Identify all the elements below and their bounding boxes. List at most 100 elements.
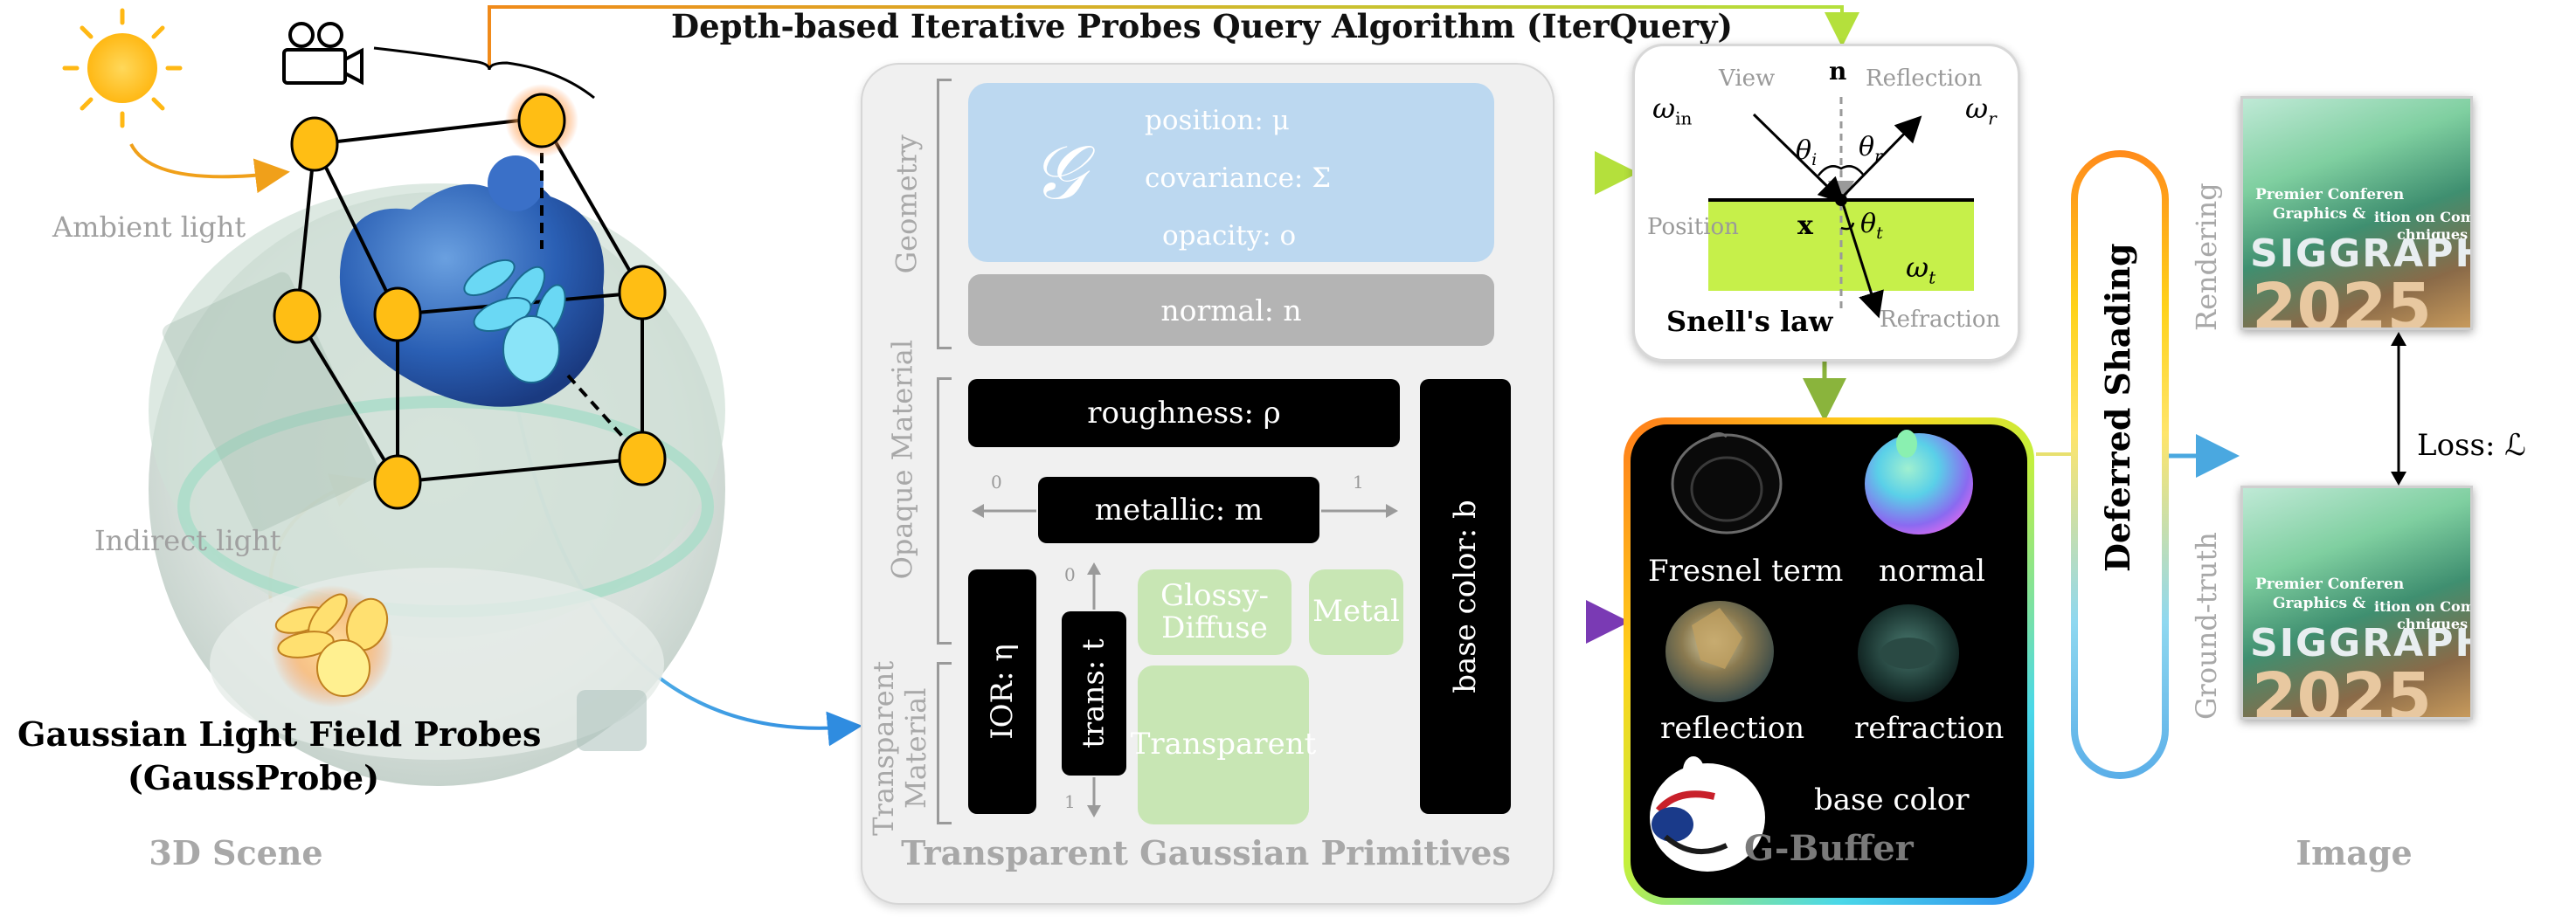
transparent-block: Transparent — [1131, 665, 1316, 824]
roughness-attr: roughness: ρ — [1087, 396, 1281, 431]
trans-block: trans: t — [1062, 611, 1126, 776]
base-color-attr: base color: b — [1448, 500, 1483, 693]
trans-range-arrows — [1087, 562, 1101, 817]
transparent-bracket — [937, 662, 952, 824]
rendering-overlay-line3: chniques — [2397, 226, 2469, 243]
metal-block: Metal — [1309, 569, 1403, 655]
loss-arrow — [2391, 332, 2406, 486]
snell-view-label: View — [1719, 66, 1776, 92]
gbuffer-normal-label: normal — [1879, 554, 1986, 589]
ground-truth-image: Premier Conferen Graphics & chniques iti… — [2240, 486, 2473, 720]
normal-thumbnail — [1865, 433, 1973, 534]
snell-theta-r: θr — [1859, 132, 1882, 166]
gt-overlay-line3: chniques — [2397, 616, 2469, 632]
image-caption: Image — [2296, 833, 2413, 872]
snell-caption: Snell's law — [1666, 305, 1833, 338]
glossy-line1: Glossy- — [1160, 577, 1270, 613]
fresnel-thumbnail — [1671, 433, 1783, 534]
w-r-subscript: r — [1988, 107, 1997, 129]
opacity-attr: opacity: o — [1162, 220, 1297, 252]
gbuffer-panel: Fresnel term normal reflection refractio… — [1631, 424, 2027, 898]
snell-w-in: ωin — [1652, 92, 1692, 128]
gt-year: 2025 — [2252, 659, 2432, 720]
gbuffer-caption: G-Buffer — [1744, 828, 1914, 869]
camera-icon — [282, 22, 364, 86]
rendering-image: Premier Conferen Graphics & chniques iti… — [2240, 96, 2473, 330]
metallic-max: 1 — [1353, 472, 1364, 493]
snell-normal-symbol: n — [1829, 57, 1847, 86]
ground-truth-label: Ground-truth — [2190, 532, 2223, 720]
snell-panel: View n Reflection Position Refraction ωi… — [1632, 44, 2020, 362]
rendering-label: Rendering — [2190, 183, 2223, 331]
probes-title-line1: Gaussian Light Field Probes — [17, 714, 542, 754]
glossy-diffuse-block: Glossy- Diffuse — [1138, 569, 1291, 655]
gbuffer-thumbnails — [1650, 430, 1973, 872]
transparent-label: Transparent — [1130, 727, 1317, 762]
geometry-group-label: Geometry — [890, 134, 924, 274]
deferred-shading-panel — [2078, 157, 2162, 772]
rendering-overlay-line1: Premier Conferen — [2255, 186, 2405, 203]
position-attr: position: μ — [1145, 105, 1290, 136]
gt-brand: SIGGRAPH — [2250, 621, 2473, 665]
roughness-block: roughness: ρ — [968, 379, 1400, 447]
glossy-line2: Diffuse — [1161, 610, 1268, 645]
indirect-light-label: Indirect light — [94, 524, 281, 557]
theta-r-symbol: θ — [1859, 132, 1875, 162]
w-t-symbol: ω — [1906, 251, 1929, 284]
snell-w-t: ωt — [1906, 251, 1935, 287]
transparent-group-label: Transparent Material — [867, 660, 932, 836]
gbuffer-fresnel-label: Fresnel term — [1648, 554, 1844, 589]
ior-block: IOR: η — [968, 569, 1036, 814]
w-r-symbol: ω — [1965, 92, 1989, 125]
w-in-symbol: ω — [1652, 92, 1676, 125]
rendering-overlay-line4: ition on Comp — [2374, 209, 2470, 225]
theta-t-symbol: θ — [1860, 209, 1877, 239]
snell-theta-i: θi — [1796, 135, 1817, 169]
ambient-light-label: Ambient light — [52, 210, 246, 244]
geometry-block — [968, 83, 1494, 262]
rendering-image-bg — [2243, 99, 2470, 328]
normal-attr: normal: n — [1160, 293, 1302, 328]
rendering-year: 2025 — [2252, 270, 2432, 330]
yellow-probe — [274, 593, 389, 697]
snell-diagram — [1708, 97, 1974, 319]
snell-x-symbol: x — [1797, 210, 1813, 241]
snell-position-label: Position — [1647, 214, 1739, 240]
covariance-attr: covariance: Σ — [1145, 162, 1332, 194]
snell-refraction-label: Refraction — [1880, 307, 2001, 333]
sun-icon — [62, 8, 183, 128]
rendering-overlay-line2: Graphics & — [2273, 205, 2366, 223]
primitives-caption: Transparent Gaussian Primitives — [901, 833, 1511, 872]
diagram-title: Depth-based Iterative Probes Query Algor… — [671, 7, 1733, 45]
w-t-subscript: t — [1929, 266, 1936, 288]
gt-overlay-line1: Premier Conferen — [2255, 576, 2405, 593]
geometry-symbol: 𝒢 — [1031, 129, 1085, 217]
gbuffer-base-color-label: base color — [1814, 783, 1970, 817]
probes-title-line2: (GaussProbe) — [127, 758, 380, 797]
metal-label: Metal — [1312, 594, 1400, 630]
theta-i-symbol: θ — [1796, 135, 1812, 166]
theta-i-subscript: i — [1811, 150, 1818, 169]
w-in-subscript: in — [1675, 107, 1693, 129]
probe-vertices — [273, 116, 667, 510]
gt-overlay-line2: Graphics & — [2273, 595, 2366, 612]
trans-max: 1 — [1064, 791, 1076, 812]
theta-r-subscript: r — [1874, 147, 1883, 166]
ior-attr: IOR: η — [985, 644, 1021, 740]
geometry-bracket — [937, 79, 952, 349]
opaque-group-label: Opaque Material — [885, 339, 919, 580]
base-color-block: base color: b — [1420, 379, 1511, 814]
metallic-block: metallic: m — [1038, 477, 1319, 543]
snell-reflection-label: Reflection — [1866, 66, 1983, 92]
ground-truth-image-bg — [2243, 488, 2470, 717]
deferred-shading-label: Deferred Shading — [2098, 243, 2137, 572]
trans-min: 0 — [1064, 564, 1076, 585]
metallic-range-arrows — [972, 504, 1398, 518]
normal-block: normal: n — [968, 274, 1494, 346]
metallic-attr: metallic: m — [1094, 493, 1264, 528]
snell-theta-t: θt — [1860, 209, 1883, 243]
cyan-probe — [463, 259, 566, 383]
metallic-min: 0 — [991, 472, 1002, 493]
gbuffer-reflection-label: reflection — [1660, 711, 1805, 746]
gt-overlay-line4: ition on Comp — [2374, 598, 2470, 615]
